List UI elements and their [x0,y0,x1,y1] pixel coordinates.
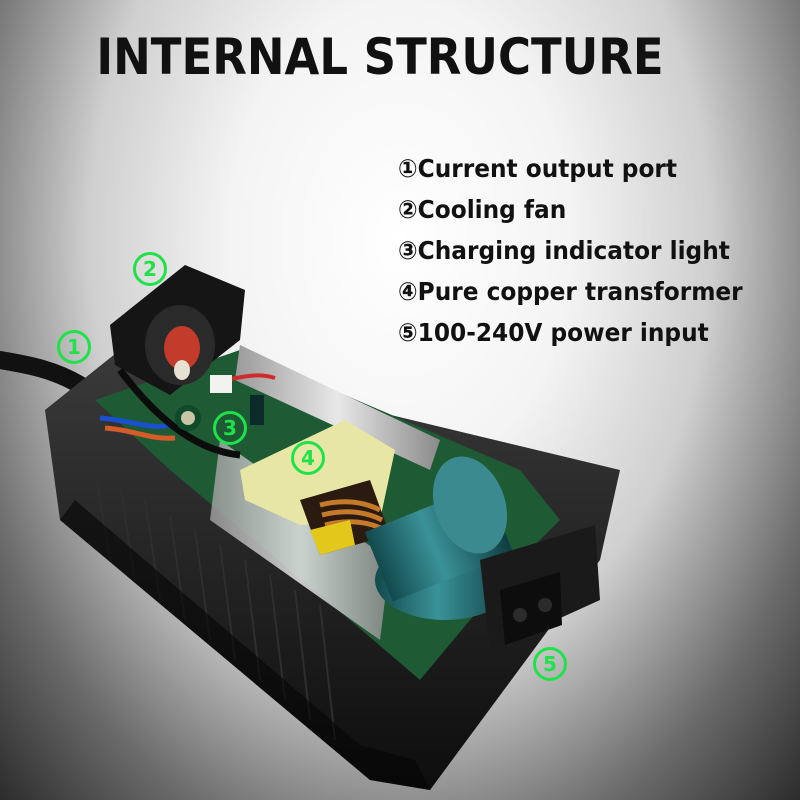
legend-item-transformer: ④Pure copper transformer [398,277,743,306]
marker-indicator-light: 3 [213,411,247,445]
output-cable [0,351,89,394]
legend-item-output-port: ①Current output port [398,154,677,183]
legend-item-cooling-fan: ②Cooling fan [398,195,567,224]
marker-transformer: 4 [291,441,325,475]
marker-output-port: 1 [57,330,91,364]
legend-item-power-input: ⑤100-240V power input [398,318,709,347]
feature-legend: ①Current output port ②Cooling fan ③Charg… [398,148,769,353]
cooling-fan [110,265,245,395]
ac-input-socket [480,525,600,650]
marker-power-input: 5 [533,647,567,681]
page-title: INTERNAL STRUCTURE [96,28,664,86]
heatsink-foil [235,345,440,470]
legend-item-indicator-light: ③Charging indicator light [398,236,730,265]
marker-cooling-fan: 2 [133,252,167,286]
